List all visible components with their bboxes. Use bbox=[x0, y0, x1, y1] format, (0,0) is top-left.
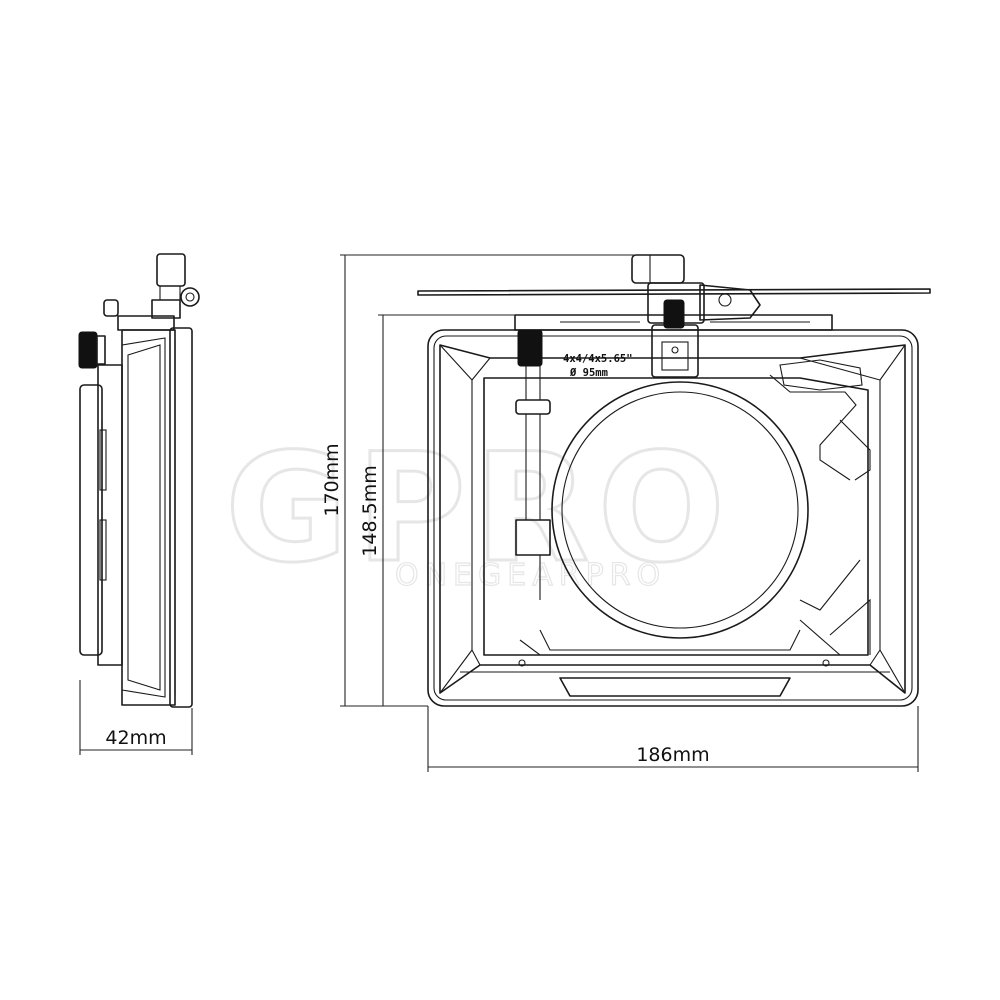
bottom-handle bbox=[559, 677, 791, 697]
side-view bbox=[78, 253, 200, 708]
front-view: 4x4/4x5.65" Ø 95mm bbox=[417, 254, 931, 707]
watermark-subtext: ONEGEARPRO bbox=[395, 558, 666, 593]
center-bracket bbox=[651, 324, 699, 378]
filter-ring bbox=[551, 381, 809, 639]
rod-collar bbox=[515, 399, 551, 415]
main-frame bbox=[427, 329, 919, 707]
side-top-knob bbox=[156, 253, 186, 287]
watermark: GPRO ONEGEARPRO bbox=[224, 421, 733, 598]
front-left-knob-icon bbox=[517, 329, 543, 367]
top-right-slot bbox=[779, 359, 863, 391]
side-screw-knob-icon bbox=[78, 331, 98, 369]
center-knob-icon bbox=[663, 299, 685, 329]
body-height-label: 148.5mm bbox=[359, 465, 381, 556]
inner-window bbox=[483, 377, 869, 656]
overall-height-label: 170mm bbox=[321, 443, 343, 516]
top-knob bbox=[631, 254, 685, 284]
filter-size-label: 4x4/4x5.65" bbox=[563, 353, 633, 365]
top-flag-plate bbox=[417, 288, 931, 296]
side-front-frame bbox=[169, 327, 193, 708]
side-body bbox=[121, 329, 176, 706]
ring-clamp bbox=[515, 519, 551, 556]
ring-diameter-label: Ø 95mm bbox=[569, 367, 608, 379]
dimension-lines: 42mm 186mm 170mm 148.5mm bbox=[79, 254, 919, 772]
side-width-label: 42mm bbox=[105, 727, 166, 749]
front-width-label: 186mm bbox=[636, 744, 709, 766]
side-top-mount bbox=[117, 315, 175, 331]
watermark-brand: GPRO bbox=[225, 422, 733, 596]
